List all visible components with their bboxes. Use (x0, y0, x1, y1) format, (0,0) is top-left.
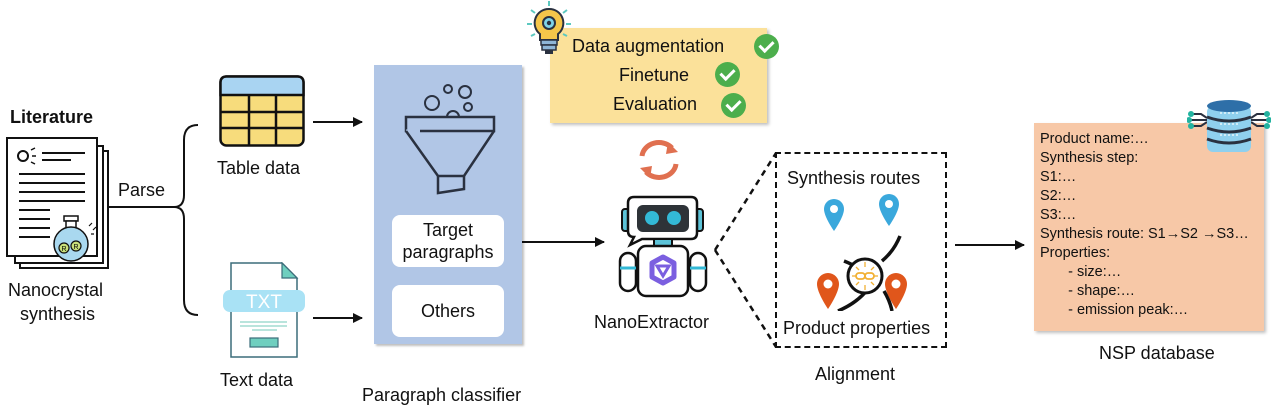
check-icon (721, 93, 746, 118)
step-finetune: Finetune (619, 65, 690, 85)
literature-document-icon: R R (6, 137, 109, 269)
synthesis-routes-label: Synthesis routes (787, 168, 921, 188)
classifier-caption: Paragraph classifier (362, 385, 522, 405)
text-data-icon (223, 262, 305, 358)
db-line: - emission peak:… (1056, 302, 1189, 318)
db-line: S1:… (1040, 169, 1077, 185)
db-line: Properties: (1040, 245, 1111, 261)
db-line: Synthesis step: (1040, 150, 1139, 166)
product-properties-label: Product properties (783, 318, 931, 338)
funnel-icon (404, 84, 496, 195)
svg-text:R: R (74, 244, 79, 251)
lightbulb-gear-icon (527, 1, 571, 54)
step-data-augmentation: Data augmentation (572, 36, 725, 56)
alignment-caption: Alignment (815, 364, 896, 384)
alignment-box (775, 152, 947, 348)
check-icon (754, 34, 779, 59)
text-data-label: Text data (220, 370, 294, 390)
db-line: - size:… (1056, 264, 1122, 280)
step-evaluation: Evaluation (613, 94, 698, 114)
zoom-line-top (713, 152, 778, 251)
split-brace (173, 124, 199, 316)
literature-caption-line1: Nanocrystal (8, 280, 104, 300)
txt-badge: TXT (246, 292, 282, 313)
target-line2: paragraphs (402, 242, 494, 262)
db-line: Synthesis route: S1→S2 →S3… (1040, 226, 1249, 242)
db-line: S3:… (1040, 207, 1077, 223)
database-caption: NSP database (1099, 343, 1215, 363)
target-line1: Target (422, 220, 474, 240)
table-data-icon (219, 75, 305, 147)
others-box: Others (392, 285, 504, 337)
literature-caption-line2: synthesis (20, 304, 96, 324)
svg-text:R: R (62, 246, 67, 253)
db-line: Product name:… (1040, 131, 1149, 147)
target-paragraphs-box: Target paragraphs (392, 215, 504, 267)
db-line: S2:… (1040, 188, 1077, 204)
cycle-arrows-icon (639, 140, 679, 180)
database-icon (1187, 100, 1271, 152)
extractor-caption: NanoExtractor (594, 312, 710, 332)
paragraph-classifier-panel: Target paragraphs Others (374, 65, 522, 344)
literature-title: Literature (10, 107, 94, 127)
db-line: - shape:… (1056, 283, 1135, 299)
table-data-label: Table data (217, 158, 301, 178)
nsp-database-record: Product name:… Synthesis step: S1:… S2:…… (1034, 123, 1264, 331)
alignment-graph-icon (817, 194, 907, 311)
check-icon (715, 62, 740, 87)
zoom-line-bottom (713, 249, 778, 348)
nanoextractor-robot-icon (618, 195, 708, 298)
parse-label: Parse (118, 180, 166, 200)
